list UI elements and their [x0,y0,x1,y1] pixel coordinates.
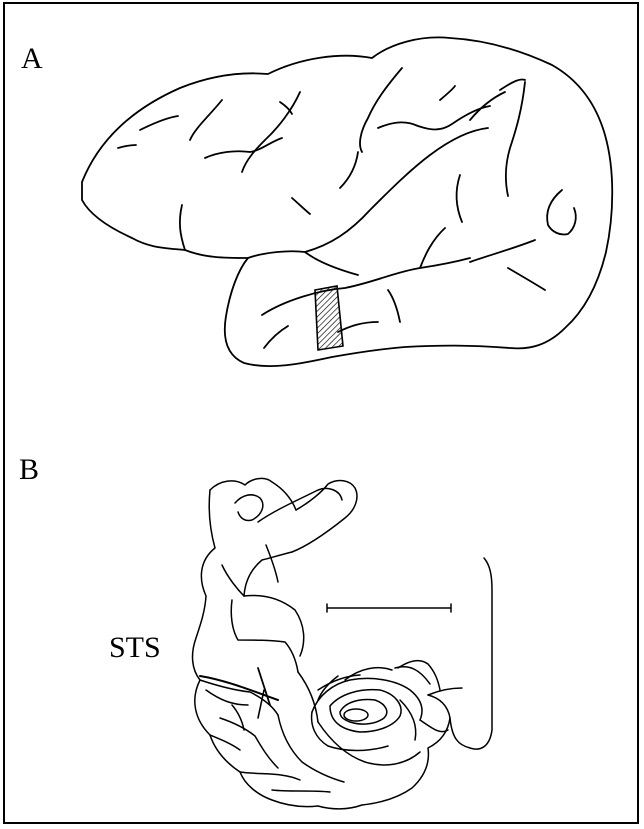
brain-lateral-view [82,37,612,366]
coronal-section [193,478,492,808]
panel-label-b: B [19,455,39,485]
superior-temporal-sulcus [262,258,470,315]
scale-bar [327,604,451,612]
cortex-outer-outline [193,490,450,809]
brain-outline [82,37,612,366]
central-sulcus [242,92,300,172]
section-marker-hatched [315,286,343,350]
sylvian-fissure [248,128,488,258]
sts-label: STS [109,633,161,663]
panel-label-a: A [21,44,43,74]
midline-boundary [450,558,492,749]
